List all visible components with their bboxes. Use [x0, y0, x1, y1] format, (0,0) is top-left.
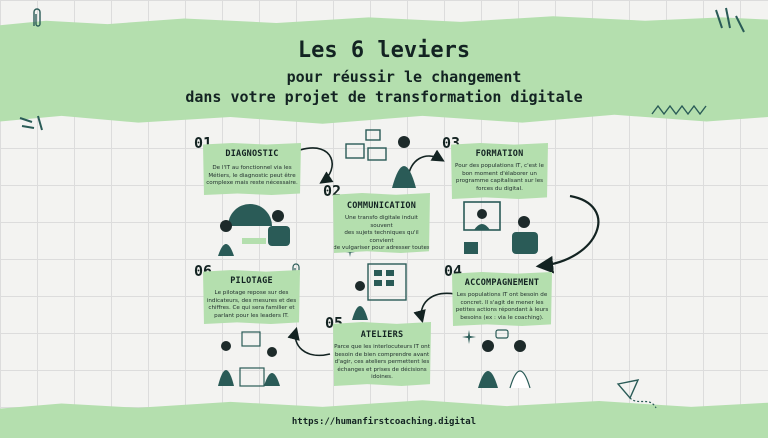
- lever-title: PILOTAGE: [230, 276, 273, 286]
- website-link[interactable]: https://humanfirstcoaching.digital: [291, 417, 477, 427]
- lever-line: besoin de bien comprendre avant: [334, 351, 430, 358]
- lever-line: Pour des populations IT, c'est le: [455, 163, 544, 169]
- lever-title: DIAGNOSTIC: [225, 149, 279, 159]
- lever-line: complexe mais reste nécessaire.: [206, 180, 298, 187]
- lever-card-pilotage: PILOTAGE Le pilotage repose sur des indi…: [203, 270, 300, 324]
- accompagnement-illustration: [478, 329, 531, 389]
- lever-line: des sujets techniques qu'il convient: [344, 230, 419, 244]
- lever-card-diagnostic: DIAGNOSTIC De l'IT au fonctionnel via le…: [203, 143, 301, 195]
- lever-line: échanges et prises de décisions: [337, 366, 427, 373]
- lever-title: FORMATION: [475, 149, 524, 159]
- lever-description: Pour des populations IT, c'est le bon mo…: [451, 163, 548, 193]
- page-subtitle-line1: pour réussir le changement: [286, 68, 522, 86]
- paper-plane-icon: [616, 379, 657, 409]
- page-subtitle-line2: dans votre projet de transformation digi…: [185, 88, 583, 106]
- pen-strokes-icon: [715, 7, 745, 33]
- lever-line: petites actions répondant à leurs: [455, 307, 549, 314]
- lever-line: Une transfo digitale induit souvent: [345, 215, 418, 229]
- lever-line: d'agir, ces ateliers permettent les: [334, 359, 430, 366]
- lever-line: Les populations IT ont besoin de: [456, 292, 548, 298]
- lever-line: forces du digital.: [476, 185, 523, 192]
- ateliers-illustration: [352, 263, 407, 320]
- lever-title: COMMUNICATION: [346, 201, 417, 211]
- lever-line: chiffres. Ce qui sera familier et: [208, 305, 295, 312]
- sparkle-icon: [462, 330, 476, 344]
- formation-illustration: [463, 201, 538, 254]
- communication-illustration: [345, 129, 416, 188]
- lever-line: Le pilotage repose sur des: [214, 290, 289, 296]
- lever-description: De l'IT au fonctionnel via les Métiers, …: [203, 165, 301, 188]
- lever-card-communication: COMMUNICATION Une transfo digitale indui…: [333, 193, 430, 253]
- lever-line: parlant pour les leaders IT.: [214, 312, 289, 319]
- lever-card-formation: FORMATION Pour des populations IT, c'est…: [451, 143, 548, 199]
- lever-line: concret. Il s'agit de mener les: [460, 299, 544, 306]
- lever-description: Les populations IT ont besoin de concret…: [452, 292, 552, 322]
- header-banner: [0, 16, 768, 124]
- lever-description: Le pilotage repose sur des indicateurs, …: [203, 290, 300, 320]
- lever-title: ATELIERS: [360, 330, 404, 340]
- wave-doodle-icon: [651, 104, 707, 116]
- lever-line: de vulgariser pour adresser toutes: [333, 245, 430, 252]
- lever-line: programme capitalisant sur les: [455, 178, 544, 185]
- lever-title: ACCOMPAGNEMENT: [464, 278, 540, 288]
- page-title: Les 6 leviers: [297, 38, 471, 63]
- pen-strokes-icon: [19, 115, 43, 131]
- lever-card-ateliers: ATELIERS Parce que les interlocuteurs IT…: [333, 322, 431, 386]
- lever-card-accompagnement: ACCOMPAGNEMENT Les populations IT ont be…: [452, 272, 552, 326]
- lever-line: besoins (ex : via le coaching).: [460, 314, 544, 321]
- lever-line: bon moment d'élaborer un: [462, 170, 537, 177]
- lever-line: Métiers, le diagnostic peut être: [208, 172, 296, 179]
- lever-line: De l'IT au fonctionnel via les: [212, 165, 292, 171]
- paperclip-icon: [33, 8, 41, 27]
- lever-line: indicateurs, des mesures et des: [206, 297, 297, 304]
- diagnostic-illustration: [218, 204, 290, 256]
- pilotage-illustration: [218, 331, 280, 387]
- lever-line: idoines.: [371, 374, 393, 381]
- lever-line: Parce que les interlocuteurs IT ont: [334, 344, 430, 350]
- lever-description: Parce que les interlocuteurs IT ont beso…: [333, 344, 431, 382]
